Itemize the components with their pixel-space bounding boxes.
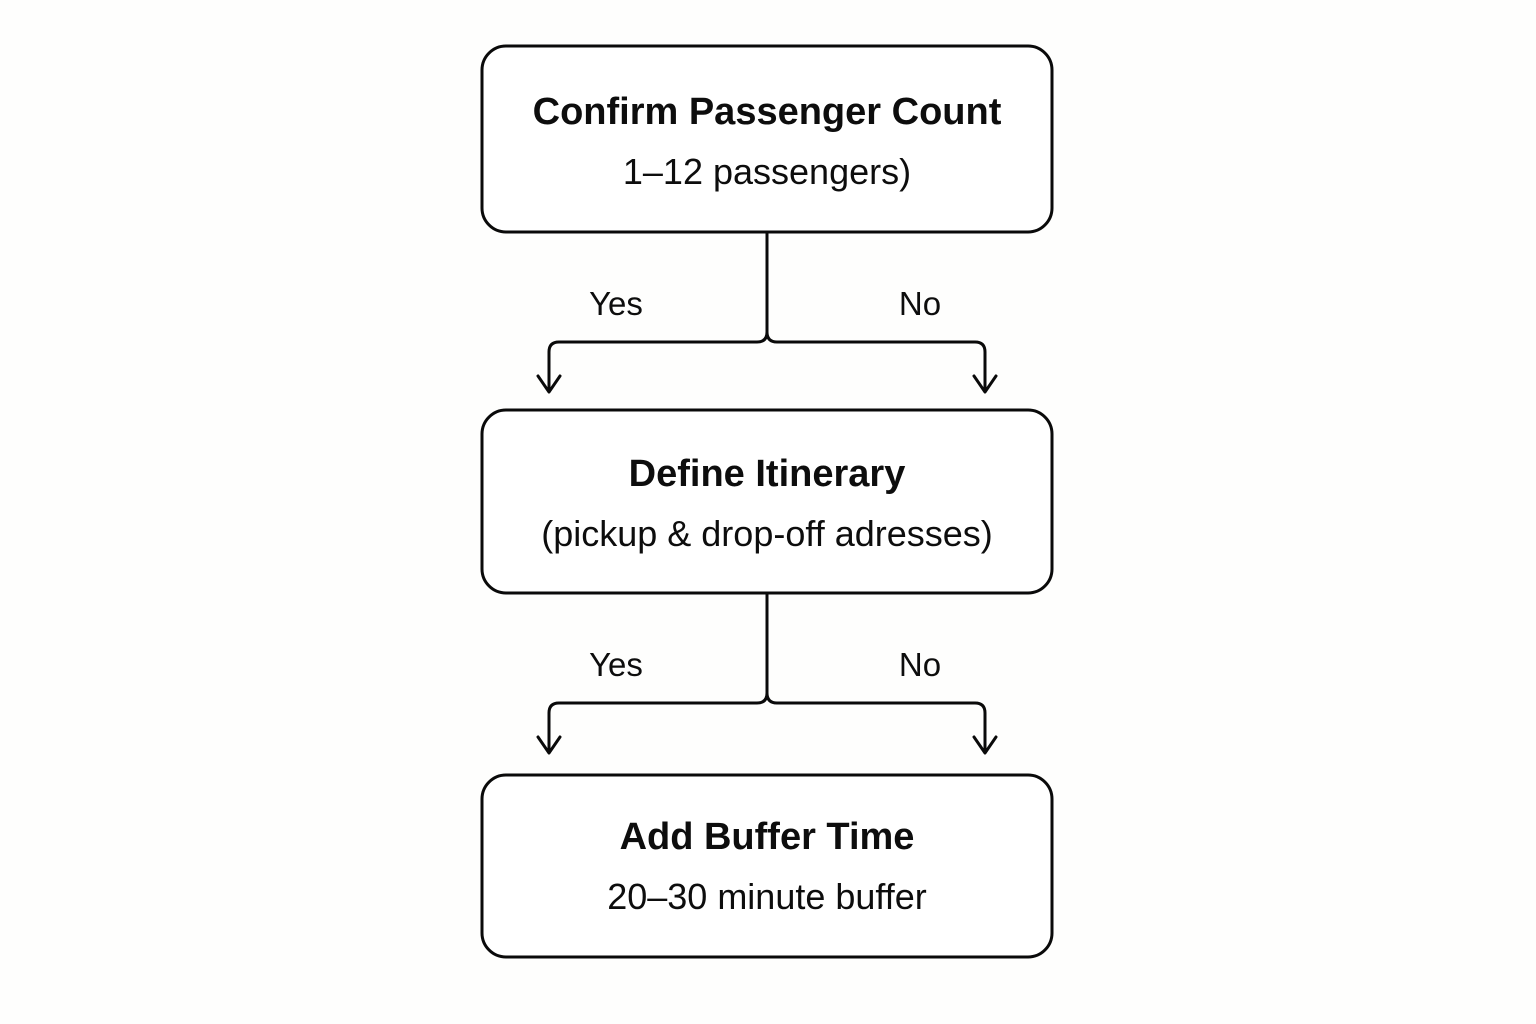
node-subtitle: 1–12 passengers) [623,151,911,192]
node-title: Add Buffer Time [620,816,915,858]
connector-branch-no [765,691,987,751]
node-title: Confirm Passenger Count [533,91,1002,133]
connector-label-yes: Yes [589,285,643,322]
node-title: Define Itinerary [629,453,906,495]
connector-branch-yes [547,330,769,390]
node-box [480,773,1054,959]
connector-label-no: No [899,646,941,683]
connector-label-no: No [899,285,941,322]
flow-connector-2: Yes No [536,591,998,755]
connector-label-yes: Yes [589,646,643,683]
arrowhead-yes [536,374,562,394]
flow-node-define-itinerary[interactable]: Define Itinerary (pickup & drop-off adre… [480,408,1054,595]
connector-branch-no [765,330,987,390]
flow-node-confirm-passenger-count[interactable]: Confirm Passenger Count 1–12 passengers) [480,44,1054,234]
arrowhead-no [972,374,998,394]
node-box [480,44,1054,234]
arrowhead-no [972,735,998,755]
node-subtitle: 20–30 minute buffer [607,876,927,917]
connector-branch-yes [547,691,769,751]
node-box [480,408,1054,595]
flow-node-add-buffer-time[interactable]: Add Buffer Time 20–30 minute buffer [480,773,1054,959]
node-subtitle: (pickup & drop-off adresses) [541,513,993,554]
flow-connector-1: Yes No [536,230,998,394]
arrowhead-yes [536,735,562,755]
